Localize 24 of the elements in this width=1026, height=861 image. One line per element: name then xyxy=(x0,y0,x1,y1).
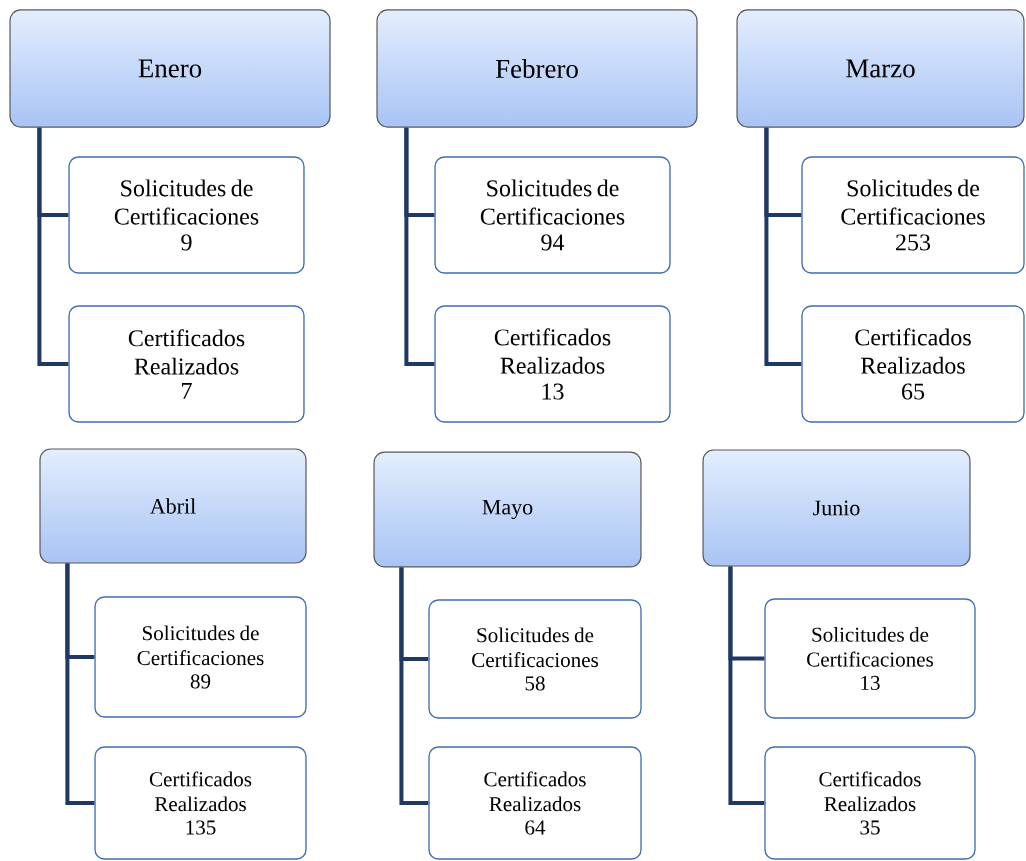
data-box: Solicitudes de Certificaciones 13 xyxy=(764,598,976,719)
month-box: Febrero xyxy=(376,9,698,128)
data-box: Certificados Realizados 135 xyxy=(94,746,307,860)
data-box: Solicitudes de Certificaciones 253 xyxy=(801,156,1025,274)
data-box: Solicitudes de Certificaciones 9 xyxy=(68,156,305,274)
month-box: Marzo xyxy=(736,9,1025,128)
connector-line xyxy=(65,563,95,805)
connector-line xyxy=(37,127,69,366)
month-box: Enero xyxy=(9,9,331,128)
month-box: Abril xyxy=(39,448,307,564)
data-box: Certificados Realizados 64 xyxy=(428,746,642,860)
data-box: Certificados Realizados 35 xyxy=(764,746,976,860)
connector-line xyxy=(764,127,802,366)
data-box: Certificados Realizados 7 xyxy=(68,305,305,423)
month-box: Junio xyxy=(702,449,971,567)
connector-line xyxy=(404,127,435,366)
month-box: Mayo xyxy=(373,451,642,568)
data-box: Solicitudes de Certificaciones 94 xyxy=(434,156,671,274)
data-box: Certificados Realizados 65 xyxy=(801,305,1025,423)
data-box: Solicitudes de Certificaciones 58 xyxy=(428,599,642,719)
connector-line xyxy=(728,566,765,805)
data-box: Certificados Realizados 13 xyxy=(434,305,671,423)
connector-line xyxy=(399,567,429,805)
data-box: Solicitudes de Certificaciones 89 xyxy=(94,596,307,718)
